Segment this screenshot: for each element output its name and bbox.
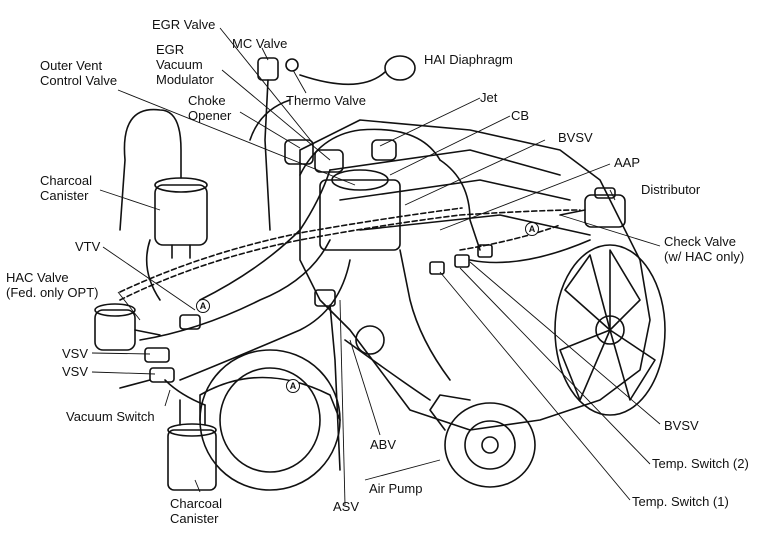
- label-charcoal-canister-top-line-1: Charcoal: [40, 173, 93, 188]
- label-hai-diaphragm: HAI Diaphragm: [424, 52, 513, 67]
- label-choke-opener-line-2: Opener: [188, 108, 232, 123]
- label-egr-vacuum-modulator: EGR Vacuum Modulator: [156, 42, 214, 87]
- mc-valve-body: [257, 57, 299, 231]
- temp-switches: [429, 244, 493, 275]
- label-hac-valve: HAC Valve (Fed. only OPT): [6, 270, 98, 300]
- label-egr-vacuum-modulator-line-3: Modulator: [156, 72, 214, 87]
- label-charcoal-canister-bottom: Charcoal Canister: [170, 496, 222, 526]
- label-charcoal-canister-top-line-2: Canister: [40, 188, 89, 203]
- label-egr-vacuum-modulator-line-1: EGR: [156, 42, 185, 57]
- label-aap: AAP: [614, 155, 641, 170]
- carburetor: [284, 139, 401, 251]
- label-charcoal-canister-top: Charcoal Canister: [40, 173, 92, 203]
- label-charcoal-canister-bottom-line-2: Canister: [170, 511, 219, 526]
- air-cleaner-drum: [199, 349, 341, 491]
- label-jet: Jet: [480, 90, 498, 105]
- label-bvsv-bottom: BVSV: [664, 418, 699, 433]
- charcoal-canister-top: [119, 108, 208, 259]
- connector-a-bottom: A: [286, 379, 300, 393]
- label-asv: ASV: [333, 499, 360, 514]
- hai-diaphragm-body: [299, 55, 416, 86]
- label-vsv-2: VSV: [62, 364, 89, 379]
- air-pump-body: [429, 394, 536, 488]
- label-check-valve-line-1: Check Valve: [664, 234, 737, 249]
- hac-valve-body: [94, 303, 161, 351]
- label-charcoal-canister-bottom-line-1: Charcoal: [170, 496, 223, 511]
- label-temp-switch-1: Temp. Switch (1): [632, 494, 729, 509]
- connector-a-right: A: [525, 222, 539, 236]
- label-choke-opener-line-1: Choke: [188, 93, 226, 108]
- label-choke-opener: Choke Opener: [188, 93, 231, 123]
- cooling-fan: [554, 244, 666, 416]
- asv-abv-body: [314, 289, 385, 355]
- label-temp-switch-2: Temp. Switch (2): [652, 456, 749, 471]
- label-air-pump: Air Pump: [369, 481, 423, 496]
- label-cb: CB: [511, 108, 530, 123]
- label-check-valve-line-2: (w/ HAC only): [664, 249, 745, 264]
- label-thermo-valve: Thermo Valve: [286, 93, 366, 108]
- label-check-valve: Check Valve (w/ HAC only): [664, 234, 744, 264]
- label-abv: ABV: [370, 437, 397, 452]
- charcoal-canister-bottom: [167, 399, 217, 491]
- label-outer-vent-line-2: Control Valve: [40, 73, 118, 88]
- label-egr-valve: EGR Valve: [152, 17, 216, 32]
- label-vacuum-switch: Vacuum Switch: [66, 409, 155, 424]
- label-hac-valve-line-1: HAC Valve: [6, 270, 69, 285]
- label-outer-vent-line-1: Outer Vent: [40, 58, 103, 73]
- label-bvsv-top: BVSV: [558, 130, 593, 145]
- label-mc-valve: MC Valve: [232, 36, 288, 51]
- distributor-body: [559, 187, 626, 228]
- label-vtv: VTV: [75, 239, 101, 254]
- label-outer-vent-control-valve: Outer Vent Control Valve: [40, 58, 117, 88]
- label-distributor: Distributor: [641, 182, 701, 197]
- label-vsv-1: VSV: [62, 346, 89, 361]
- connector-a-left: A: [196, 299, 210, 313]
- label-hac-valve-line-2: (Fed. only OPT): [6, 285, 99, 300]
- engine-block: [299, 119, 651, 431]
- label-egr-vacuum-modulator-line-2: Vacuum: [156, 57, 203, 72]
